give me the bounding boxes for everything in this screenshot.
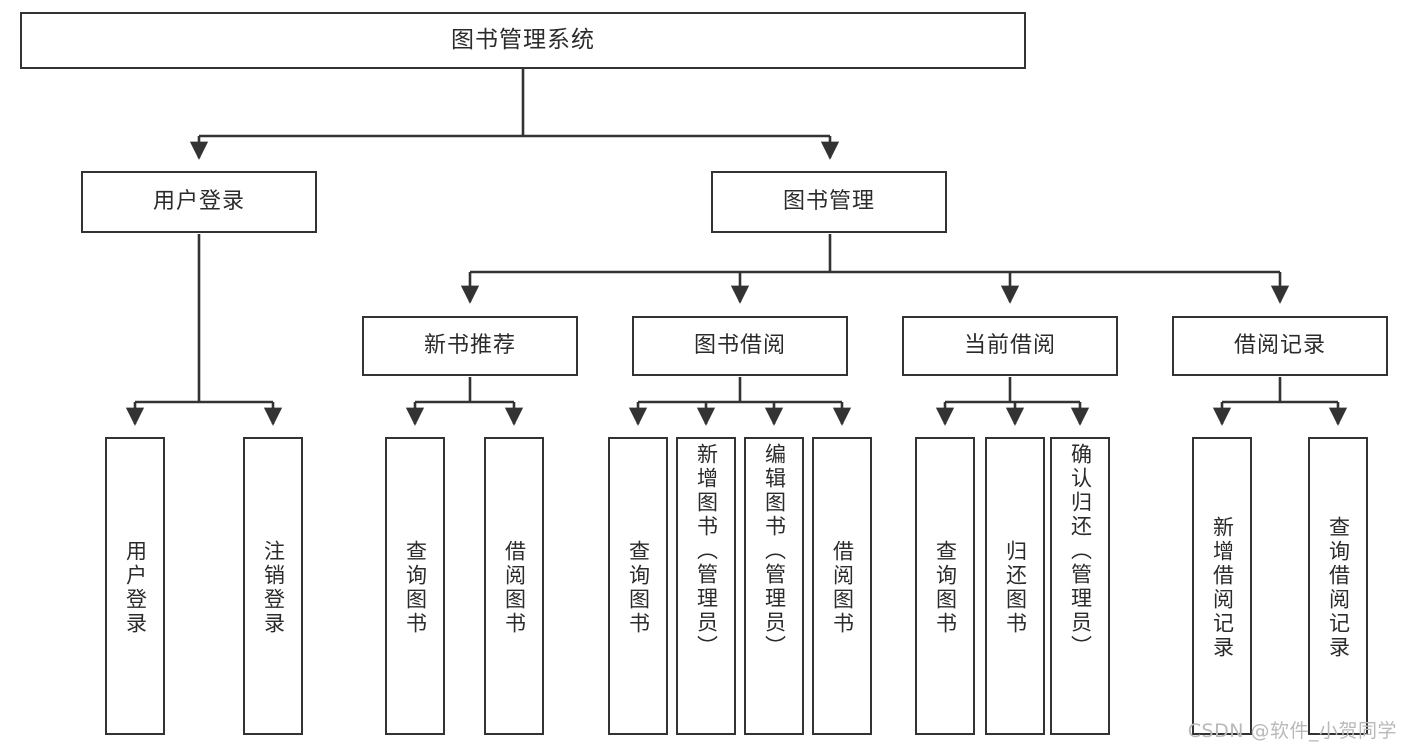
node-current-borrow[interactable]: 当前借阅: [902, 316, 1118, 376]
node-leaf-add-borrow-record[interactable]: 新增借阅记录: [1192, 437, 1252, 735]
node-label: 编辑图书（管理员）: [762, 443, 787, 659]
node-leaf-borrow-book-new[interactable]: 借阅图书: [484, 437, 544, 735]
watermark-text: CSDN @软件_小贺同学: [1187, 720, 1397, 742]
node-leaf-query-book-new[interactable]: 查询图书: [385, 437, 445, 735]
node-leaf-query-book-borrow[interactable]: 查询图书: [608, 437, 668, 735]
node-label: 用户登录: [123, 540, 148, 636]
node-new-book-recommend[interactable]: 新书推荐: [362, 316, 578, 376]
node-leaf-edit-book-admin[interactable]: 编辑图书（管理员）: [744, 437, 804, 735]
node-leaf-add-book-admin[interactable]: 新增图书（管理员）: [676, 437, 736, 735]
node-label: 查询图书: [933, 540, 958, 636]
node-label: 新增借阅记录: [1210, 516, 1235, 660]
node-label: 查询图书: [626, 540, 651, 636]
node-book-borrow[interactable]: 图书借阅: [632, 316, 848, 376]
node-label: 查询图书: [403, 540, 428, 636]
node-label: 注销登录: [261, 540, 286, 636]
node-label: 确认归还（管理员）: [1068, 443, 1093, 659]
node-label: 新增图书（管理员）: [694, 443, 719, 659]
node-leaf-user-login[interactable]: 用户登录: [105, 437, 165, 735]
node-leaf-confirm-return-admin[interactable]: 确认归还（管理员）: [1050, 437, 1110, 735]
node-label: 图书管理系统: [451, 26, 595, 53]
node-leaf-borrow-book[interactable]: 借阅图书: [812, 437, 872, 735]
node-leaf-return-book[interactable]: 归还图书: [985, 437, 1045, 735]
node-label: 借阅记录: [1233, 333, 1326, 359]
node-leaf-query-book-current[interactable]: 查询图书: [915, 437, 975, 735]
node-leaf-logout[interactable]: 注销登录: [243, 437, 303, 735]
node-user-login[interactable]: 用户登录: [81, 171, 317, 233]
node-label: 图书管理: [782, 189, 875, 215]
node-borrow-record[interactable]: 借阅记录: [1172, 316, 1388, 376]
node-root-system[interactable]: 图书管理系统: [20, 12, 1026, 69]
node-label: 归还图书: [1003, 540, 1028, 636]
node-book-management[interactable]: 图书管理: [711, 171, 947, 233]
node-label: 用户登录: [152, 189, 245, 215]
node-label: 借阅图书: [502, 540, 527, 636]
node-label: 借阅图书: [830, 540, 855, 636]
node-label: 当前借阅: [963, 333, 1056, 359]
node-label: 图书借阅: [693, 333, 786, 359]
node-label: 查询借阅记录: [1326, 516, 1351, 660]
node-label: 新书推荐: [423, 333, 516, 359]
node-leaf-query-borrow-record[interactable]: 查询借阅记录: [1308, 437, 1368, 735]
